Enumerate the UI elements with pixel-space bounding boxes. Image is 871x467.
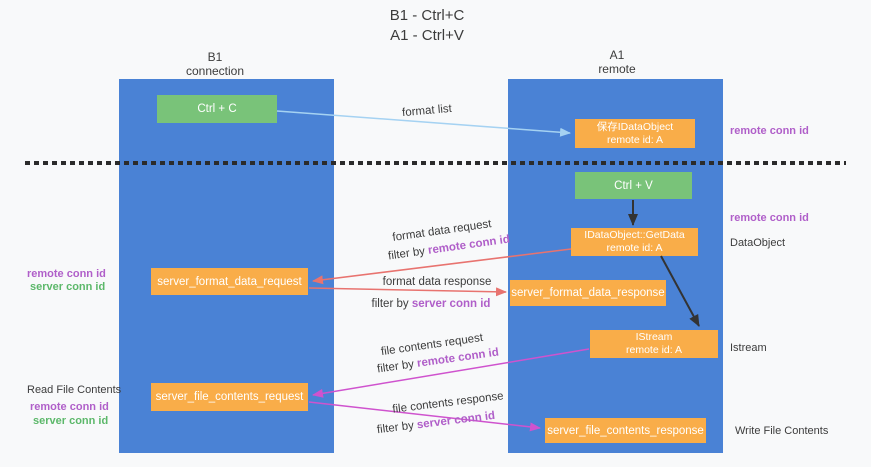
istream-box: IStream remote id: A — [590, 330, 718, 358]
ctrl-c-box: Ctrl + C — [157, 95, 277, 123]
right-remote-conn-id-paste-label: remote conn id — [730, 212, 809, 224]
ctrl-c-label: Ctrl + C — [197, 103, 237, 115]
filter-by-text: filter by — [376, 419, 415, 437]
server-format-data-response-box: server_format_data_response — [510, 280, 666, 306]
title-line-1: B1 - Ctrl+C — [389, 7, 465, 24]
format-data-response-label: format data response — [382, 276, 492, 288]
getdata-line1: IDataObject::GetData — [584, 229, 685, 241]
istream-line2: remote id: A — [625, 344, 683, 356]
dashed-separator-line — [25, 161, 846, 165]
read-file-contents-label: Read File Contents — [27, 384, 122, 396]
right-column-name: A1 — [609, 48, 625, 62]
title-line-2: A1 - Ctrl+V — [390, 27, 464, 44]
filter-by-text: filter by — [376, 358, 415, 376]
ctrl-v-label: Ctrl + V — [614, 179, 653, 192]
server-format-data-request-label: server_format_data_request — [157, 275, 302, 288]
server-file-contents-request-box: server_file_contents_request — [151, 383, 308, 411]
right-column-header: A1 remote — [557, 48, 677, 76]
left-remote-conn-id-format-label: remote conn id — [27, 268, 106, 280]
format-data-response-arrow — [308, 287, 507, 297]
right-column-subtitle: remote — [598, 62, 636, 76]
save-dataobject-box: 保存IDataObject remote id: A — [575, 119, 695, 148]
left-remote-conn-id-file-label: remote conn id — [30, 401, 109, 413]
left-column-header: B1 connection — [155, 50, 275, 78]
server-file-contents-request-label: server_file_contents_request — [155, 391, 304, 403]
left-server-conn-id-file-label: server conn id — [33, 415, 109, 427]
ctrl-v-box: Ctrl + V — [575, 172, 692, 199]
write-file-contents-label: Write File Contents — [735, 425, 829, 437]
left-column-subtitle: connection — [185, 64, 245, 78]
server-format-data-response-label: server_format_data_response — [511, 287, 665, 299]
format-list-label: format list — [401, 102, 453, 120]
save-dataobject-line2: remote id: A — [606, 133, 664, 146]
right-remote-conn-id-top-label: remote conn id — [730, 125, 809, 137]
filter-by-text: filter by — [371, 298, 409, 310]
getdata-line2: remote id: A — [606, 242, 663, 254]
left-column-name: B1 — [207, 50, 223, 64]
dataobject-label: DataObject — [730, 237, 786, 249]
server-format-data-request-box: server_format_data_request — [151, 268, 308, 295]
format-data-response-filter-label: filter by server conn id — [372, 298, 491, 310]
save-dataobject-line1: 保存IDataObject — [596, 120, 674, 133]
istream-side-label: Istream — [730, 342, 767, 354]
getdata-box: IDataObject::GetData remote id: A — [571, 228, 698, 256]
left-server-conn-id-format-label: server conn id — [30, 281, 106, 293]
server-conn-id-text: server conn id — [416, 409, 496, 432]
istream-line1: IStream — [635, 331, 673, 343]
diagram-title: B1 - Ctrl+C A1 - Ctrl+V — [327, 6, 527, 46]
server-file-contents-response-label: server_file_contents_response — [547, 424, 704, 437]
server-file-contents-response-box: server_file_contents_response — [545, 418, 706, 443]
filter-by-text: filter by — [387, 245, 426, 263]
server-conn-id-text: server conn id — [411, 298, 491, 310]
